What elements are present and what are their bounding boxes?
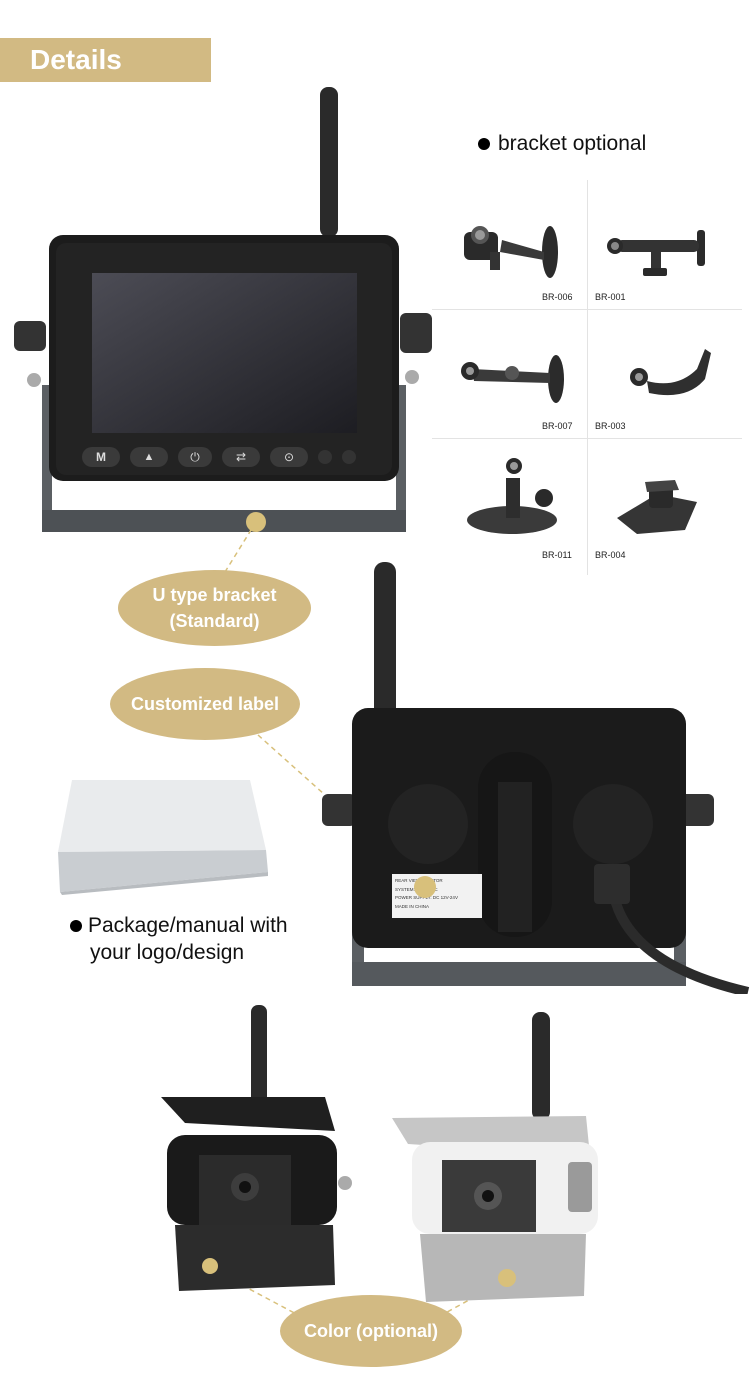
marker-dot [414,876,436,898]
package-line1: Package/manual with [88,914,288,937]
package-text: Package/manual with your logo/design [70,912,288,967]
label-line2: SYSTEM: PAL/NTSC [395,886,438,892]
bracket-item-br007: BR-007 [432,309,587,437]
bracket-br003-image [630,349,711,396]
customized-label-text: Customized label [130,693,280,714]
bullet-icon [70,919,82,932]
bullet-icon [478,138,490,150]
bracket-grid: BR-006 BR-001 BR-007 BR-003 [432,180,742,575]
sensor-icon [342,450,356,464]
color-callout: Color (optional) [280,1295,462,1367]
label-line4: MADE IN CHINA [395,903,430,909]
marker-dot [498,1269,516,1287]
bracket-br011-image [467,458,557,534]
bracket-code: BR-007 [542,421,573,431]
package-line2: your logo/design [90,941,245,965]
monitor-button-row: M ▲ ⏻ ⇄ ⊙ [82,447,356,467]
monitor-back-image [322,562,750,994]
marker-dot [246,512,266,532]
mode-button[interactable]: ⇄ [222,447,260,467]
power-button[interactable]: ⏻ [178,447,212,467]
camera-white-image [392,1012,598,1302]
bracket-code: BR-001 [595,292,626,302]
menu-button[interactable]: M [82,447,120,467]
monitor-front-photo: M ▲ ⏻ ⇄ ⊙ [12,85,437,535]
bracket-code: BR-003 [595,421,626,431]
bracket-item-br001: BR-001 [587,180,742,308]
customized-label-callout: Customized label [110,668,300,740]
marker-dot [202,1258,218,1274]
label-line1: REAR VIEW MONITOR [395,878,443,883]
bracket-optional-title: bracket optional [478,132,646,156]
sensor-icon [318,450,332,464]
bracket-br006-image [464,226,558,278]
up-button[interactable]: ▲ [130,447,168,467]
camera-white-photo [390,1012,620,1302]
bracket-item-br003: BR-003 [587,309,742,437]
bracket-br001-image [607,230,705,276]
color-text: Color (optional) [304,1320,438,1341]
package-box-image [58,780,268,895]
bracket-br007-image [461,355,564,403]
camera-black-photo [155,1005,355,1295]
camera-button[interactable]: ⊙ [270,447,308,467]
bracket-title-text: bracket optional [498,132,647,155]
label-line3: POWER SUPPLY: DC 12V-24V [395,895,458,901]
bracket-item-br006: BR-006 [432,180,587,308]
package-box [50,780,270,895]
bracket-item-br004: BR-004 [587,438,742,566]
camera-black-image [161,1005,352,1291]
monitor-back-photo: REAR VIEW MONITOR SYSTEM: PAL/NTSC POWER… [318,562,750,994]
u-bracket-line1: U type bracket [152,584,277,605]
bracket-code: BR-006 [542,292,573,302]
product-label: REAR VIEW MONITOR SYSTEM: PAL/NTSC POWER… [392,874,482,918]
details-badge: Details [0,38,211,82]
bracket-code: BR-004 [595,550,626,560]
bracket-code: BR-011 [542,550,572,560]
u-bracket-callout: U type bracket (Standard) [118,570,311,646]
monitor-front-image [14,87,432,532]
bracket-item-br011: BR-011 [432,438,587,566]
bracket-br004-image [617,480,697,534]
u-bracket-line2: (Standard) [169,611,260,631]
